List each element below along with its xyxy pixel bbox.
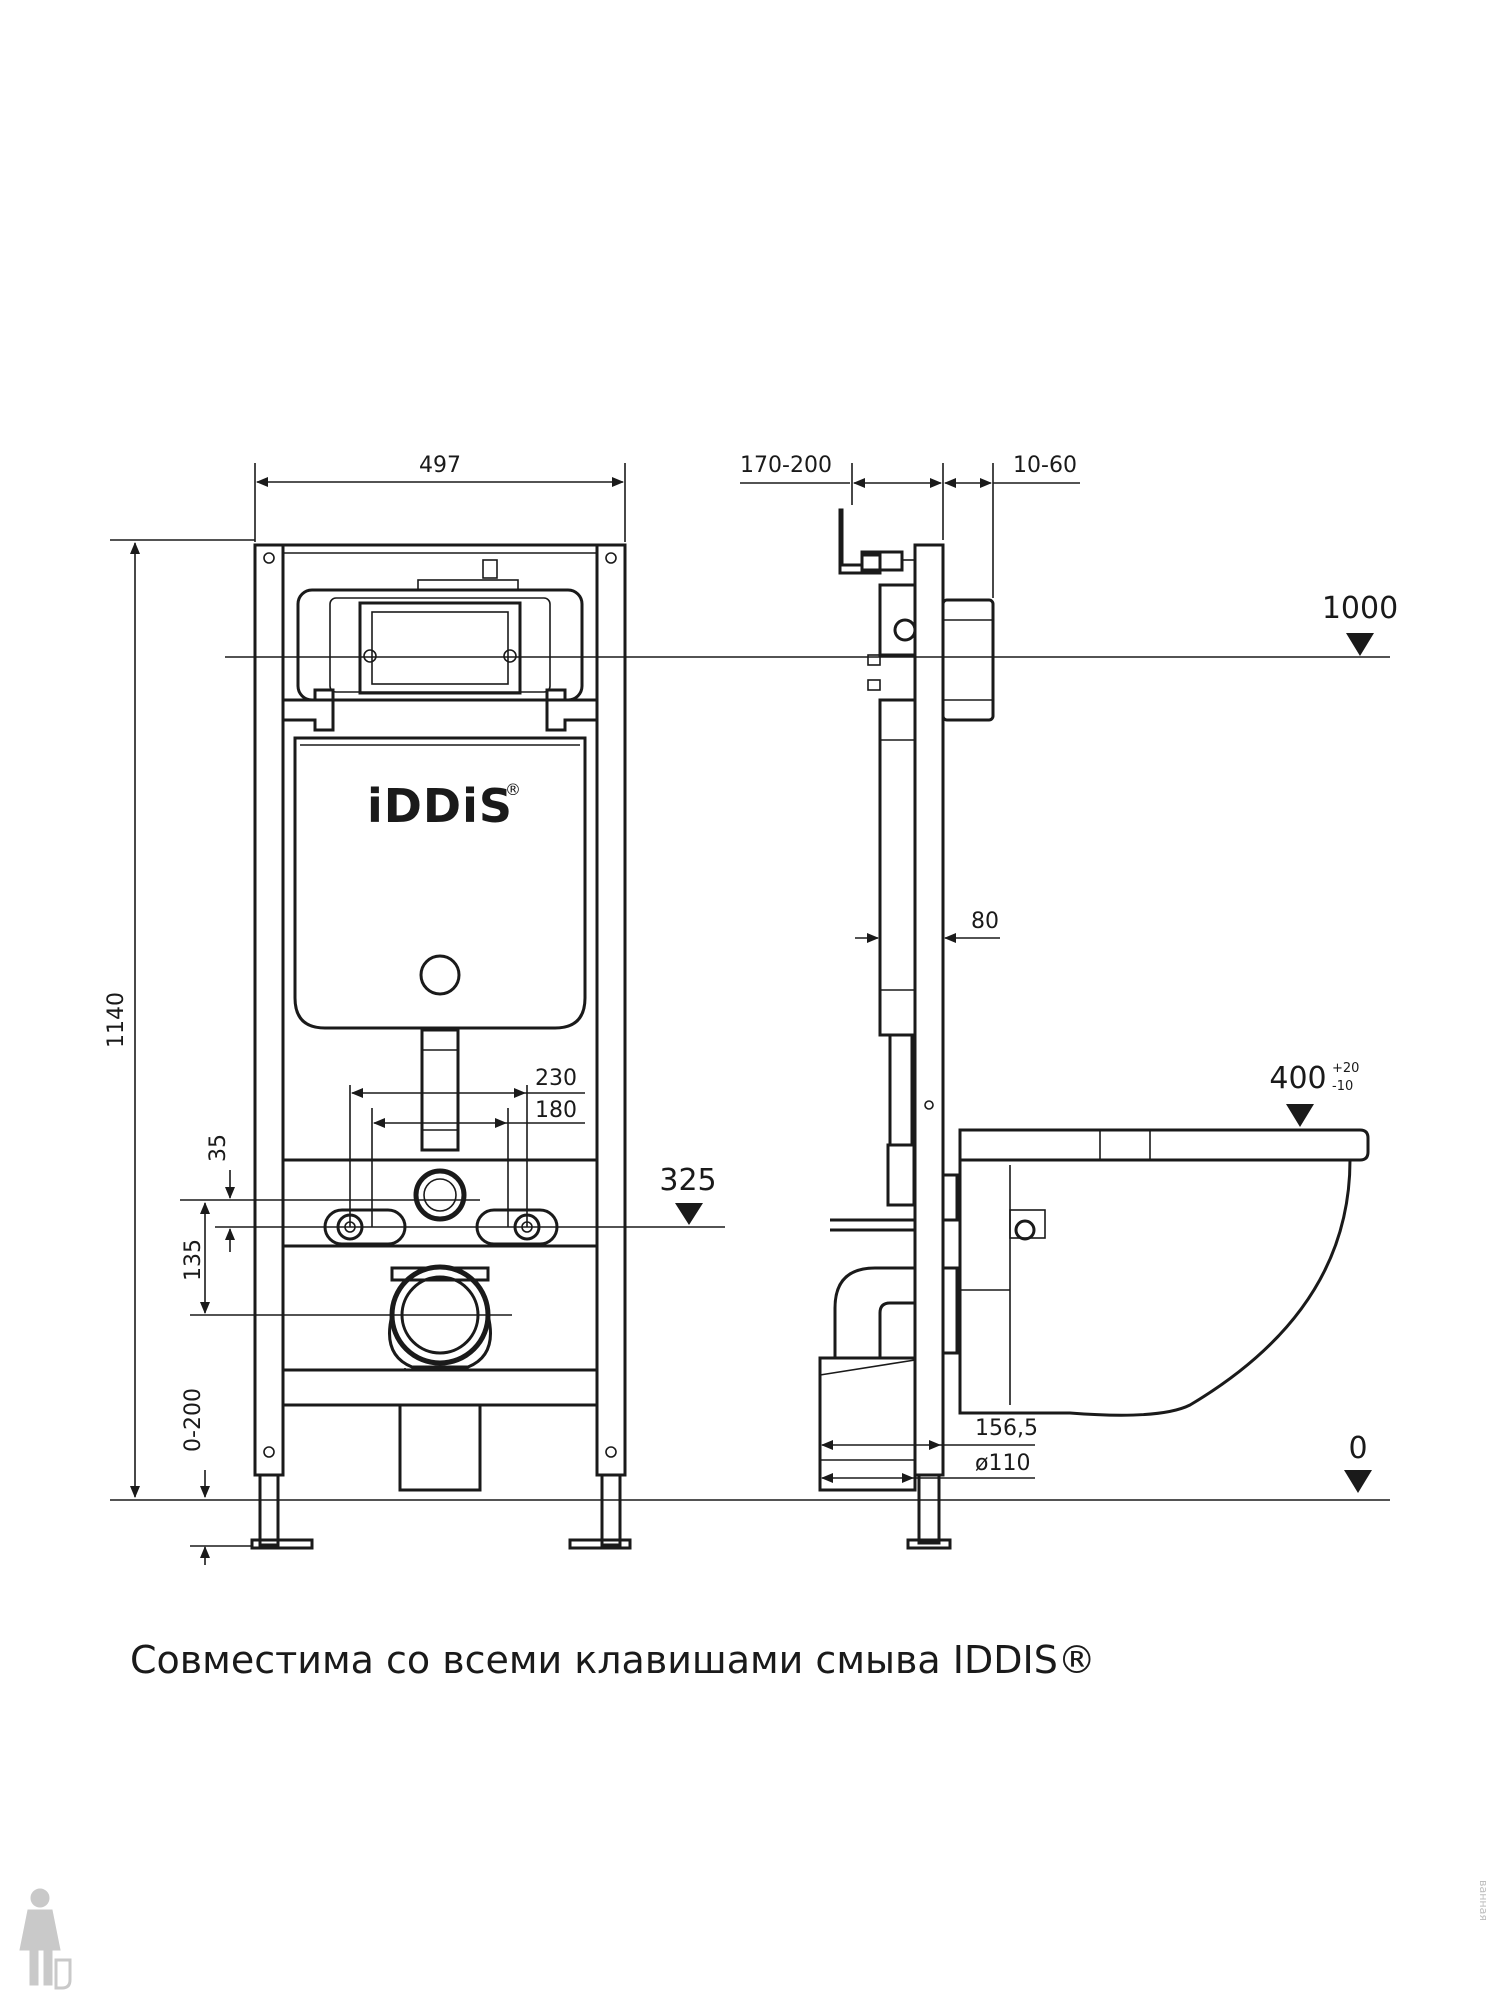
bottom-crossbar (281, 1368, 599, 1407)
side-frame-post (913, 543, 945, 1477)
floor-drain-pipe (398, 1403, 482, 1492)
flush-pipe (420, 1028, 460, 1152)
level-triangle-icon (675, 1203, 703, 1225)
dim-tank-depth: 80 (971, 909, 999, 934)
bolt-crossbar (281, 1158, 599, 1248)
level-floor-triangle-icon (1344, 1470, 1372, 1493)
level-325: 325 (659, 1163, 717, 1225)
tank-outlet-port (419, 954, 461, 996)
dim-outlet-diameter: ø110 (975, 1451, 1030, 1476)
dim-bolt-spacing-outer: 230 (535, 1066, 577, 1091)
level-flush-text: 1000 (1322, 591, 1398, 626)
dim-leg-adjust: 0-200 (181, 1388, 206, 1452)
flush-plate-side (941, 598, 995, 722)
level-bolt-text: 325 (659, 1163, 716, 1198)
front-view: iDDiS ® (180, 543, 1390, 1550)
side-dimensions: 170-200 10-60 80 156,5 ø110 (740, 453, 1080, 1483)
level-rim-tol-plus: +20 (1332, 1061, 1359, 1076)
dim-gap-lower: 135 (181, 1239, 206, 1281)
plumber-mascot-logo (19, 1888, 72, 1990)
inlet-connector (413, 1168, 467, 1222)
level-markers: 1000 400 +20 -10 0 (1269, 591, 1398, 1493)
cistern-side (878, 698, 917, 1037)
dim-depth-range: 170-200 (740, 453, 832, 478)
side-view (818, 508, 1370, 1550)
cistern-tank (293, 736, 587, 1030)
side-leg (917, 1473, 941, 1545)
left-foot (250, 1538, 314, 1550)
toilet-bowl (958, 1158, 1352, 1417)
level-rim-text: 400 (1269, 1061, 1326, 1096)
right-frame-post (595, 543, 627, 1477)
dim-offset-range: 10-60 (1013, 453, 1077, 478)
dim-outlet-depth: 156,5 (975, 1416, 1038, 1441)
flush-actuator (878, 583, 917, 657)
logo-registered-mark: ® (505, 780, 521, 799)
wall-bracket (838, 508, 882, 575)
level-rim-tol-minus: -10 (1332, 1079, 1353, 1094)
toilet-seat-lid (958, 1128, 1370, 1162)
site-watermark: ванная (1477, 1880, 1490, 1921)
level-rim-triangle-icon (1286, 1104, 1314, 1127)
flush-plate-opening (358, 601, 522, 695)
dim-frame-width: 497 (419, 453, 461, 478)
dim-bolt-spacing-inner: 180 (535, 1098, 577, 1123)
right-foot (568, 1538, 632, 1550)
compatibility-caption: Совместима со всеми клавишами смыва IDDI… (130, 1638, 1096, 1682)
dim-gap-upper: 35 (206, 1134, 231, 1162)
drain-elbow (833, 1266, 917, 1360)
level-floor-text: 0 (1348, 1431, 1367, 1466)
right-leg (600, 1473, 622, 1547)
drain-pipe-side (818, 1356, 917, 1492)
front-dimensions: 497 1140 230 180 35 135 0-200 (104, 453, 1390, 1565)
left-frame-post (253, 543, 285, 1477)
right-clip (545, 688, 599, 732)
left-clip (281, 688, 335, 732)
level-flush-triangle-icon (1346, 633, 1374, 656)
left-leg (258, 1473, 280, 1547)
dim-frame-height: 1140 (104, 992, 129, 1048)
brand-logo: iDDiS (367, 779, 513, 833)
